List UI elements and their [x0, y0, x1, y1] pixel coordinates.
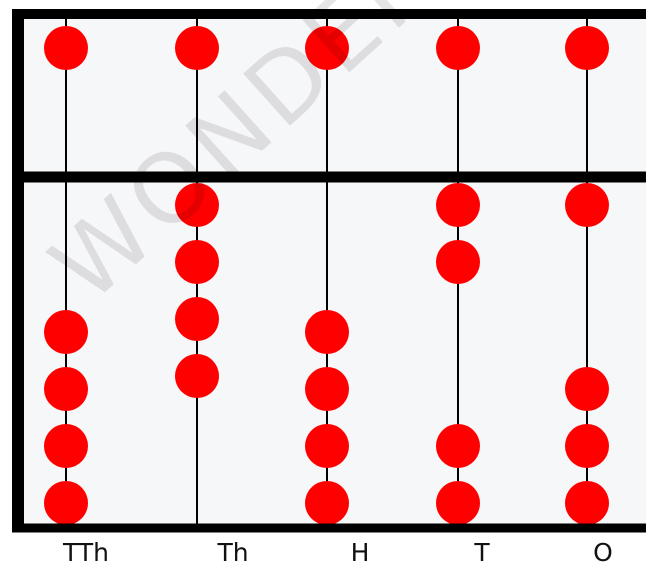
- abacus-beads: [44, 26, 609, 525]
- lower-bead-tth-1: [44, 310, 88, 354]
- lower-bead-h-4: [305, 481, 349, 525]
- rod-label-t: T: [474, 538, 490, 567]
- upper-bead-tth: [44, 26, 88, 70]
- lower-bead-tth-3: [44, 424, 88, 468]
- rod-label-o: O: [593, 538, 613, 567]
- rod-label-h: H: [350, 538, 370, 567]
- lower-bead-o-4: [565, 481, 609, 525]
- lower-bead-th-4: [175, 354, 219, 398]
- lower-bead-t-2: [436, 240, 480, 284]
- lower-bead-t-3: [436, 424, 480, 468]
- lower-bead-t-1: [436, 183, 480, 227]
- lower-bead-o-2: [565, 367, 609, 411]
- abacus-frame: [12, 9, 646, 533]
- lower-bead-o-3: [565, 424, 609, 468]
- lower-bead-h-2: [305, 367, 349, 411]
- upper-bead-h: [305, 26, 349, 70]
- lower-bead-h-3: [305, 424, 349, 468]
- rod-label-tth: TTh: [63, 538, 109, 567]
- rod-label-th: Th: [217, 538, 249, 567]
- lower-bead-t-4: [436, 481, 480, 525]
- lower-bead-th-2: [175, 240, 219, 284]
- upper-bead-th: [175, 26, 219, 70]
- lower-bead-tth-2: [44, 367, 88, 411]
- upper-bead-t: [436, 26, 480, 70]
- lower-bead-th-3: [175, 297, 219, 341]
- lower-bead-h-1: [305, 310, 349, 354]
- lower-bead-o-1: [565, 183, 609, 227]
- lower-bead-tth-4: [44, 481, 88, 525]
- upper-bead-o: [565, 26, 609, 70]
- lower-bead-th-1: [175, 183, 219, 227]
